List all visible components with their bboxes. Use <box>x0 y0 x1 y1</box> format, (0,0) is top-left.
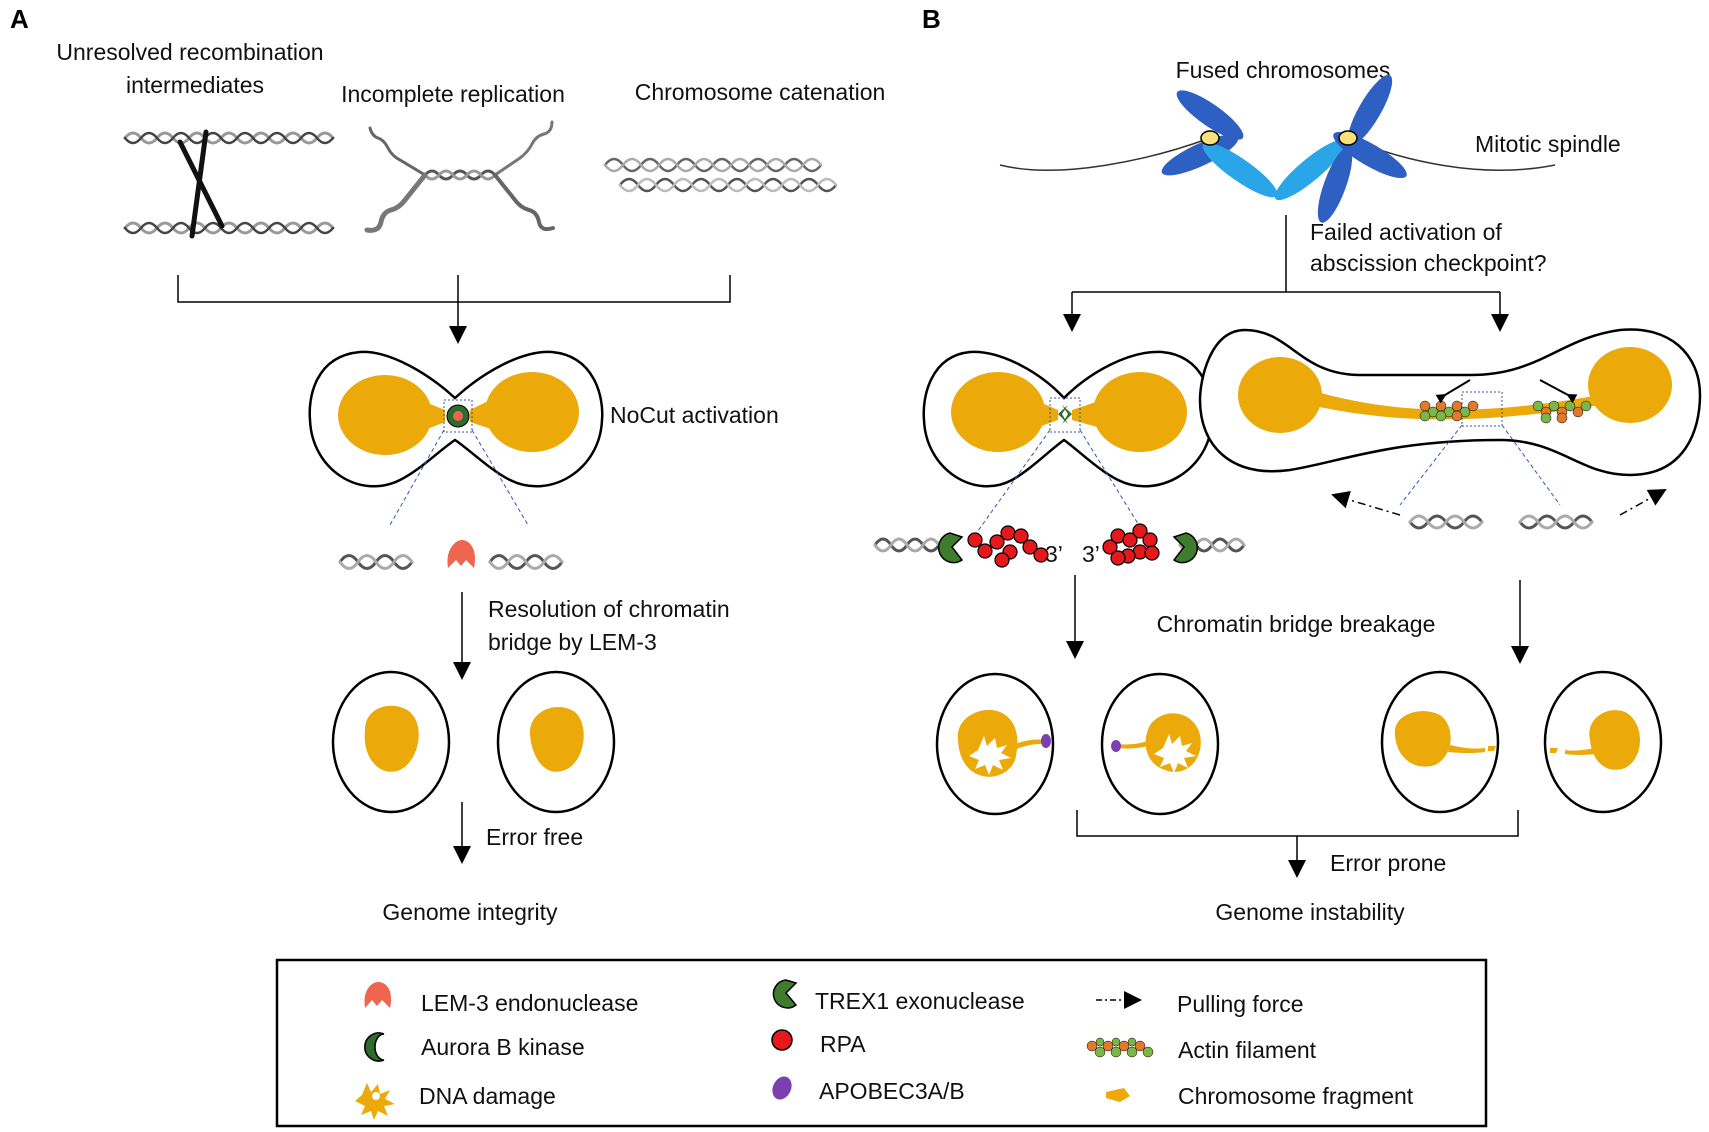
label-chromatin-bridge-breakage: Chromatin bridge breakage <box>1157 611 1436 637</box>
label-nocut-activation: NoCut activation <box>610 402 779 428</box>
fused-chromosomes-icon <box>1161 74 1407 223</box>
legend-actin-label: Actin filament <box>1178 1037 1317 1063</box>
daughter-cells-error-free <box>331 670 616 814</box>
legend-rpa-label: RPA <box>820 1031 866 1057</box>
mitotic-spindle-left <box>999 137 1211 171</box>
actin-pull-arrow-left <box>1435 379 1471 404</box>
legend-box <box>275 958 1488 1128</box>
legend-aurora-icon <box>364 1032 385 1062</box>
label-resolution-1: Resolution of chromatin <box>488 596 730 622</box>
dividing-cell-trex1 <box>922 350 1214 536</box>
broken-bridge-dna <box>1408 514 1594 530</box>
label-incomplete-replication: Incomplete replication <box>341 81 565 107</box>
recombination-intermediate-icon <box>123 129 335 239</box>
legend-lem3-icon <box>364 982 392 1008</box>
label-unresolved-recombination: Unresolved recombination <box>56 39 323 65</box>
legend-fragment-label: Chromosome fragment <box>1178 1083 1414 1109</box>
label-failed-activation-1: Failed activation of <box>1310 219 1502 245</box>
dividing-cell-bridge-actin <box>1198 328 1702 506</box>
label-genome-instability: Genome instability <box>1215 899 1405 925</box>
legend-dna-damage-icon <box>355 1083 395 1120</box>
label-3prime-left: 3’ <box>1045 541 1063 567</box>
panel-a-label: A <box>10 4 29 34</box>
legend-rpa-icon <box>771 1029 793 1051</box>
panel-b-label: B <box>922 4 941 34</box>
dividing-cell-nocut <box>308 350 604 526</box>
rpa-cluster-right <box>1102 523 1160 566</box>
daughter-cells-dna-damage <box>935 672 1220 816</box>
legend-apobec-label: APOBEC3A/B <box>819 1078 965 1104</box>
label-mitotic-spindle: Mitotic spindle <box>1475 131 1621 157</box>
trex1-right <box>1172 532 1199 564</box>
pulling-force-left <box>1331 490 1401 516</box>
label-fused-chromosomes: Fused chromosomes <box>1176 57 1391 83</box>
legend-pulling-force-label: Pulling force <box>1177 991 1304 1017</box>
legend-apobec-icon <box>772 1076 792 1100</box>
chromosome-catenation-icon <box>603 157 838 193</box>
panel-b-merge-bracket <box>1076 810 1519 878</box>
trex1-left <box>937 532 964 564</box>
panel-a-merge-bracket <box>177 275 731 344</box>
daughter-cells-fragments <box>1380 670 1663 814</box>
legend-lem3-label: LEM-3 endonuclease <box>421 990 638 1016</box>
legend-dna-damage-label: DNA damage <box>419 1083 556 1109</box>
label-3prime-right: 3’ <box>1082 541 1100 567</box>
pulling-force-right <box>1619 489 1667 516</box>
label-chromosome-catenation: Chromosome catenation <box>635 79 886 105</box>
label-resolution-2: bridge by LEM-3 <box>488 629 657 655</box>
label-error-free: Error free <box>486 824 583 850</box>
legend-fragment-icon <box>1106 1088 1130 1102</box>
label-genome-integrity: Genome integrity <box>382 899 558 925</box>
panel-b-branch-lines <box>1063 215 1509 332</box>
legend-trex1-label: TREX1 exonuclease <box>815 988 1025 1014</box>
label-failed-activation-2: abscission checkpoint? <box>1310 250 1547 276</box>
rpa-cluster-left <box>967 525 1049 568</box>
actin-filaments <box>1419 400 1592 424</box>
label-intermediates: intermediates <box>126 72 264 98</box>
label-error-prone: Error prone <box>1330 850 1446 876</box>
legend-aurora-label: Aurora B kinase <box>421 1034 585 1060</box>
lem3-cleaving-dna <box>338 540 564 570</box>
legend-trex1-icon <box>772 979 798 1009</box>
legend-actin-icon <box>1086 1037 1154 1058</box>
actin-pull-arrow-right <box>1539 379 1578 404</box>
incomplete-replication-icon <box>364 120 555 233</box>
